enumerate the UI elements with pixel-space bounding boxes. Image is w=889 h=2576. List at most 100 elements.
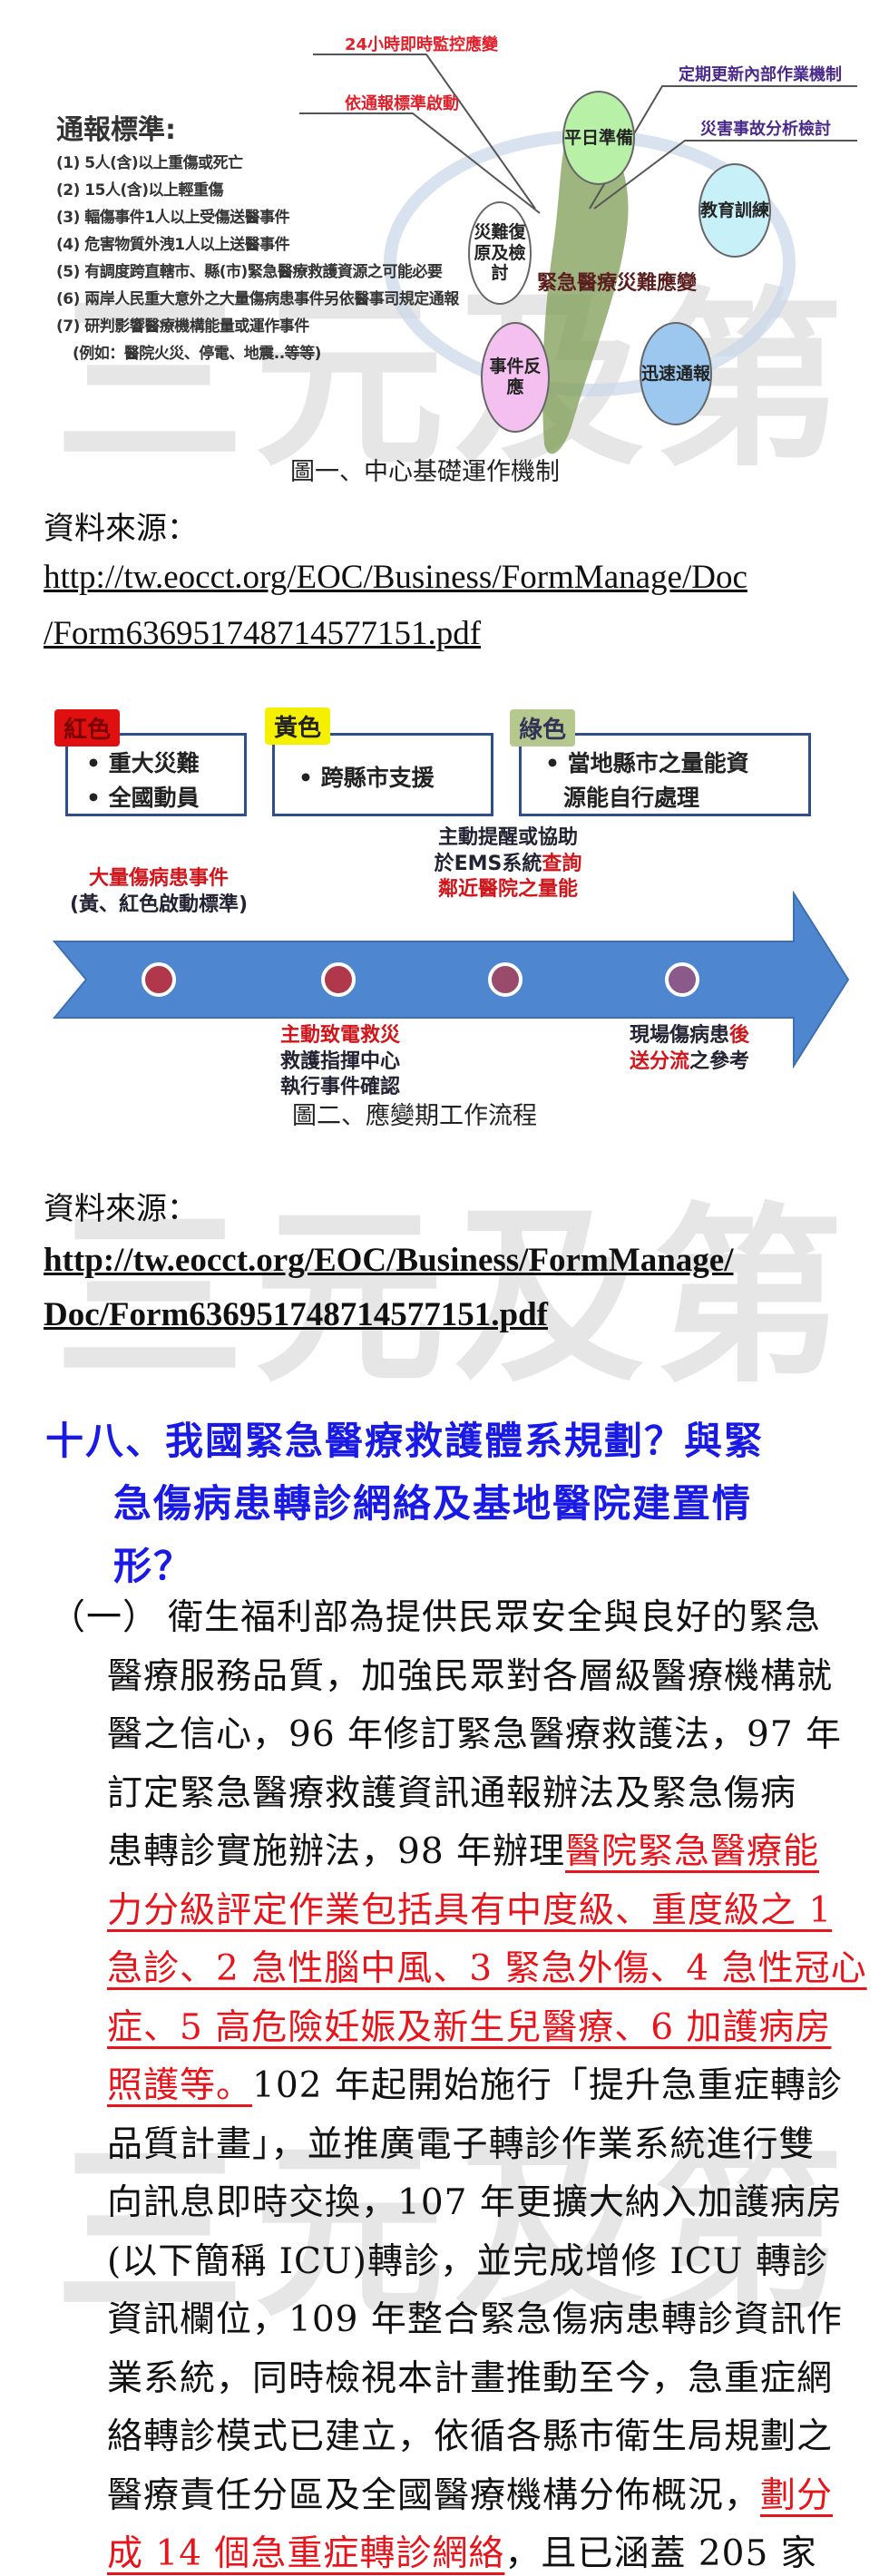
highlighted-text: 照護等。 [107,2065,253,2106]
step-4-line: 之參考 [689,1049,750,1073]
section-heading: 形？ [113,1544,194,1588]
highlighted-text: 劃分 [760,2474,834,2516]
paragraph-line: 成 14 個急重症轉診網絡，且已涵蓋 205 家 [107,2525,817,2576]
center-label: 緊急醫療災難應變 [537,272,698,295]
step-1-line: (黃、紅色啟動標準) [69,893,249,916]
figure-1-caption: 圖一、中心基礎運作機制 [290,458,560,486]
criteria-item: (5) 有調度跨直轄市、縣(市)緊急醫療救護資源之可能必要 [56,263,443,281]
paragraph-line: 業系統，同時檢視本計畫推動至今，急重症網 [107,2350,833,2401]
timeline-dot [488,962,523,997]
highlighted-text: 症、5 高危險妊娠及新生兒醫療、6 加護病房 [107,2006,832,2048]
highlighted-text: 急診、2 急性腦中風、3 緊急外傷、4 急性冠心 [107,1948,867,1989]
highlighted-text: 力分級評定作業包括具有中度級、重度級之 1 [107,1889,833,1931]
body-text: 資訊欄位，109 年整合緊急傷病患轉診資訊作 [107,2299,843,2340]
step-2-text: 主動致電救災 救護指揮中心 執行事件確認 [272,1023,408,1101]
body-text: 醫療服務品質，加強民眾對各層級醫療機構就 [107,1655,834,1697]
circle-recovery: 災難復原及檢討 [468,201,532,305]
criteria-item: (6) 兩岸人民重大意外之大量傷病患事件另依醫事司規定通報 [56,290,459,308]
arrow-shape [52,890,850,1069]
leader-lines [299,54,857,214]
label-analysis: 災害事故分析檢討 [700,120,831,139]
step-3-text: 主動提醒或協助 於EMS系統查詢 鄰近醫院之量能 [426,825,590,903]
step-4-line: 送分流 [629,1049,689,1073]
source-link[interactable]: Doc/Form636951748714577151.pdf [44,1296,548,1333]
criteria-title: 通報標準: [56,114,176,146]
paragraph-line: 醫療責任分區及全國醫療機構分佈概況，劃分 [107,2467,833,2518]
timeline-arrow [52,890,850,1069]
step-1-line: 大量傷病患事件 [88,867,229,890]
body-text: 患轉診實施辦法，98 年辦理 [107,1831,566,1872]
paragraph-line: 急診、2 急性腦中風、3 緊急外傷、4 急性冠心 [107,1940,867,1991]
source-link[interactable]: /Form636951748714577151.pdf [44,615,482,652]
figure-2-caption: 圖二、應變期工作流程 [292,1102,537,1130]
watermark: 三元及第 [54,270,854,493]
figure-2: • 重大災難 • 全國動員 紅色 • 跨縣市支援 黃色 • 當地縣市之量能資 源… [0,689,889,1134]
source-link[interactable]: http://tw.eocct.org/EOC/Business/FormMan… [44,559,747,596]
step-4-text: 現場傷病患後 送分流之參考 [621,1023,757,1075]
section-heading: 急傷病患轉診網絡及基地醫院建置情 [113,1481,753,1526]
source-label: 資料來源： [44,1191,198,1227]
paragraph-line: 絡轉診模式已建立，依循各縣市衛生局規劃之 [107,2408,833,2459]
criteria-item: (2) 15人(含)以上輕重傷 [56,181,223,200]
step-2-line: 主動致電救災 [279,1024,400,1047]
level-box-green: • 當地縣市之量能資 源能自行處理 [519,733,811,816]
criteria-item: (1) 5人(含)以上重傷或死亡 [56,154,243,172]
watermark: 三元及第 [54,1186,854,1409]
criteria-item: (3) 輻傷事件1人以上受傷送醫事件 [56,209,290,227]
timeline-dot [321,962,356,997]
body-text: 向訊息即時交換，107 年更擴大納入加護病房 [107,2182,843,2223]
body-text: 業系統，同時檢視本計畫推動至今，急重症網 [107,2357,834,2399]
figure-1: 通報標準: (1) 5人(含)以上重傷或死亡 (2) 15人(含)以上輕重傷 (… [0,0,889,490]
body-text: ，且已涵蓋 205 家 [504,2533,817,2574]
paragraph-line: 症、5 高危險妊娠及新生兒醫療、6 加護病房 [107,1999,831,2050]
body-text: 醫療責任分區及全國醫療機構分佈概況， [107,2474,761,2516]
circle-notify: 迅速通報 [640,322,712,425]
body-text: 品質計畫」，並推廣電子轉診作業系統進行雙 [107,2123,816,2165]
level-tag-red: 紅色 [54,709,121,746]
step-1-text: 大量傷病患事件 (黃、紅色啟動標準) [64,866,254,918]
label-update: 定期更新內部作業機制 [679,65,842,84]
level-item: • 跨縣市支援 [298,765,435,791]
body-text: 絡轉診模式已建立，依循各縣市衛生局規劃之 [107,2416,834,2457]
step-3-line: 鄰近醫院之量能 [437,878,578,902]
step-4-line: 現場傷病患 [629,1024,729,1047]
level-item: • 當地縣市之量能資 [545,750,749,776]
criteria-item: (例如：醫院火災、停電、地震..等等) [73,345,321,363]
level-item: • 全國動員 [86,784,200,811]
level-tag-yellow: 黃色 [265,707,331,745]
level-box-yellow: • 跨縣市支援 [272,733,493,816]
body-text: (以下簡稱 ICU)轉診，並完成增修 ICU 轉診 [107,2240,828,2282]
paragraph-line: 品質計畫」，並推廣電子轉診作業系統進行雙 [107,2116,816,2167]
paragraph-line: 資訊欄位，109 年整合緊急傷病患轉診資訊作 [107,2291,843,2342]
step-2-line: 救護指揮中心 [279,1049,400,1073]
level-box-red: • 重大災難 • 全國動員 [65,733,247,816]
paragraph-line: 醫療服務品質，加強民眾對各層級醫療機構就 [107,1648,833,1699]
circle-response: 事件反應 [481,322,550,433]
body-text: 醫之信心，96 年修訂緊急醫療救護法，97 年 [107,1714,843,1755]
step-2-line: 執行事件確認 [279,1076,400,1099]
timeline-dot [665,962,699,997]
body-text: 訂定緊急醫療救護資訊通報辦法及緊急傷病 [107,1772,797,1814]
step-4-line: 後 [729,1024,750,1047]
step-3-line: 查詢 [542,852,582,875]
section-heading: 十八、我國緊急醫療救護體系規劃？與緊 [45,1419,765,1463]
label-activate: 依通報標準啟動 [345,94,459,113]
level-tag-green: 綠色 [510,709,576,746]
timeline-dot [142,962,176,997]
source-link[interactable]: http://tw.eocct.org/EOC/Business/FormMan… [44,1242,734,1279]
step-3-line: 主動提醒或協助 [437,826,578,849]
circle-daily: 平日準備 [562,91,635,185]
source-label: 資料來源： [44,511,198,547]
paragraph-line: 醫之信心，96 年修訂緊急醫療救護法，97 年 [107,1706,842,1757]
paragraph-line: 衛生福利部為提供民眾安全與良好的緊急 [168,1589,821,1640]
paragraph-line: 照護等。102 年起開始施行「提升急重症轉診 [107,2057,843,2108]
paragraph-line: 向訊息即時交換，107 年更擴大納入加護病房 [107,2174,843,2225]
criteria-item: (7) 研判影響醫療機構能量或運作事件 [56,317,309,336]
paragraph-line: 力分級評定作業包括具有中度級、重度級之 1 [107,1882,832,1933]
watermark: 三元及第 [54,2121,854,2343]
taiwan-map [542,100,629,454]
step-3-line: 於EMS系統 [434,852,542,875]
paragraph-line: 訂定緊急醫療救護資訊通報辦法及緊急傷病 [107,1765,796,1816]
body-text: 衛生福利部為提供民眾安全與良好的緊急 [168,1597,822,1638]
paragraph-line: (以下簡稱 ICU)轉診，並完成增修 ICU 轉診 [107,2233,828,2284]
